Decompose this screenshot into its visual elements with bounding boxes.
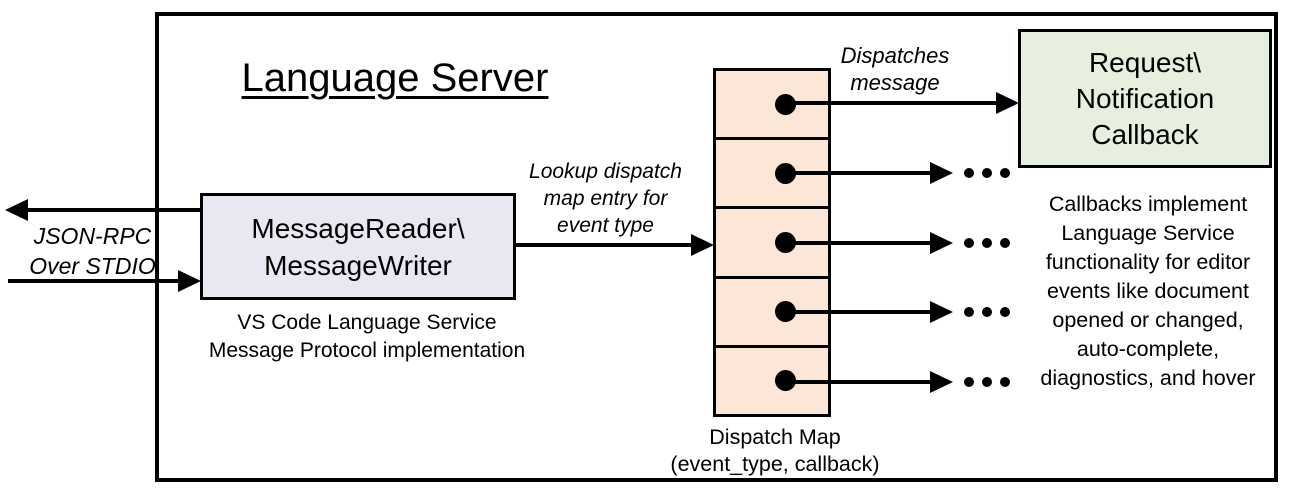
ellipsis-icon (964, 307, 1010, 317)
ellipsis-icon (964, 238, 1010, 248)
ellipsis-dot (982, 307, 992, 317)
ellipsis-dot (982, 238, 992, 248)
json-rpc-in-arrowhead-icon (178, 270, 201, 292)
dispatch-arrow-3-line (786, 241, 933, 245)
json-rpc-label-line1: JSON-RPC (33, 223, 152, 249)
dispatch-arrow-5-line (786, 380, 933, 384)
ellipsis-dot (1000, 238, 1010, 248)
dispatch-map-caption: Dispatch Map (event_type, callback) (645, 424, 905, 478)
ellipsis-dot (982, 377, 992, 387)
callbacks-note-line7: diagnostics, and hover (1040, 366, 1256, 390)
callbacks-note-line4: events like document (1047, 279, 1249, 303)
language-server-boundary (155, 12, 1278, 482)
reader-caption-line2: Message Protocol implementation (208, 339, 526, 362)
dispatch-map-caption-line2: (event_type, callback) (670, 452, 880, 476)
dispatch-arrow-5-arrowhead-icon (930, 371, 953, 393)
dispatch-map-cell-2 (716, 140, 828, 210)
ellipsis-dot (964, 377, 974, 387)
pointer-dot-icon (775, 232, 796, 253)
ellipsis-icon (964, 377, 1010, 387)
message-reader-writer-box: MessageReader\ MessageWriter (200, 193, 516, 300)
ellipsis-dot (1000, 377, 1010, 387)
ellipsis-dot (964, 238, 974, 248)
pointer-dot-icon (775, 162, 796, 184)
dispatch-map-cell-5 (716, 348, 828, 414)
dispatch-arrow-4-arrowhead-icon (930, 301, 953, 323)
callbacks-note-line2: Language Service (1061, 221, 1235, 245)
callbacks-note-line6: auto-complete, (1076, 337, 1220, 361)
dispatch-arrow-2-line (786, 171, 933, 175)
callbacks-note-line5: opened or changed, (1052, 308, 1244, 332)
lookup-label-line1: Lookup dispatch (529, 160, 682, 183)
ellipsis-dot (964, 307, 974, 317)
callbacks-note-line1: Callbacks implement (1048, 192, 1248, 216)
ellipsis-dot (982, 168, 992, 178)
callback-box: Request\ Notification Callback (1018, 29, 1272, 168)
ellipsis-icon (964, 168, 1010, 178)
reader-caption: VS Code Language Service Message Protoco… (187, 309, 547, 365)
dispatch-arrow-4-line (786, 310, 933, 314)
dispatch-map-cell-3 (716, 209, 828, 279)
callback-box-line3: Callback (1091, 118, 1199, 150)
reader-box-line2: MessageWriter (264, 249, 452, 281)
dispatch-arrow-1-line (786, 101, 998, 105)
json-rpc-out-arrowhead-icon (5, 199, 28, 221)
dispatch-map-cell-1 (716, 71, 828, 141)
ellipsis-dot (1000, 307, 1010, 317)
dispatch-map-cell-4 (716, 279, 828, 348)
lookup-label-line3: event type (557, 214, 654, 237)
pointer-dot-icon (775, 301, 796, 323)
dispatch-arrow-3-arrowhead-icon (930, 232, 953, 254)
lookup-arrow-line (515, 243, 693, 247)
callback-box-line2: Notification (1075, 82, 1215, 114)
dispatches-message-line1: Dispatches (840, 43, 950, 68)
json-rpc-out-arrow-line (26, 208, 202, 212)
dispatch-arrow-1-arrowhead-icon (996, 92, 1019, 114)
pointer-dot-icon (775, 93, 796, 115)
dispatch-map-caption-line1: Dispatch Map (709, 425, 841, 449)
dispatches-message-line2: message (850, 70, 940, 95)
dispatch-arrow-2-arrowhead-icon (930, 162, 953, 184)
reader-box-line1: MessageReader\ (251, 212, 465, 244)
lookup-label-line2: map entry for (543, 187, 668, 210)
callbacks-note-line3: functionality for editor (1045, 250, 1251, 274)
json-rpc-label-line2: Over STDIO (29, 253, 156, 279)
pointer-dot-icon (775, 370, 796, 392)
json-rpc-label: JSON-RPC Over STDIO (15, 221, 170, 281)
language-server-title: Language Server (241, 56, 549, 100)
dispatches-message-label: Dispatches message (815, 42, 975, 96)
callbacks-note: Callbacks implement Language Service fun… (1016, 190, 1280, 393)
ellipsis-dot (1000, 168, 1010, 178)
reader-caption-line1: VS Code Language Service (237, 311, 497, 334)
lookup-arrowhead-icon (691, 234, 714, 256)
lookup-label: Lookup dispatch map entry for event type (518, 158, 693, 239)
json-rpc-in-arrow-line (8, 279, 180, 283)
callback-box-line1: Request\ (1088, 46, 1202, 78)
ellipsis-dot (964, 168, 974, 178)
